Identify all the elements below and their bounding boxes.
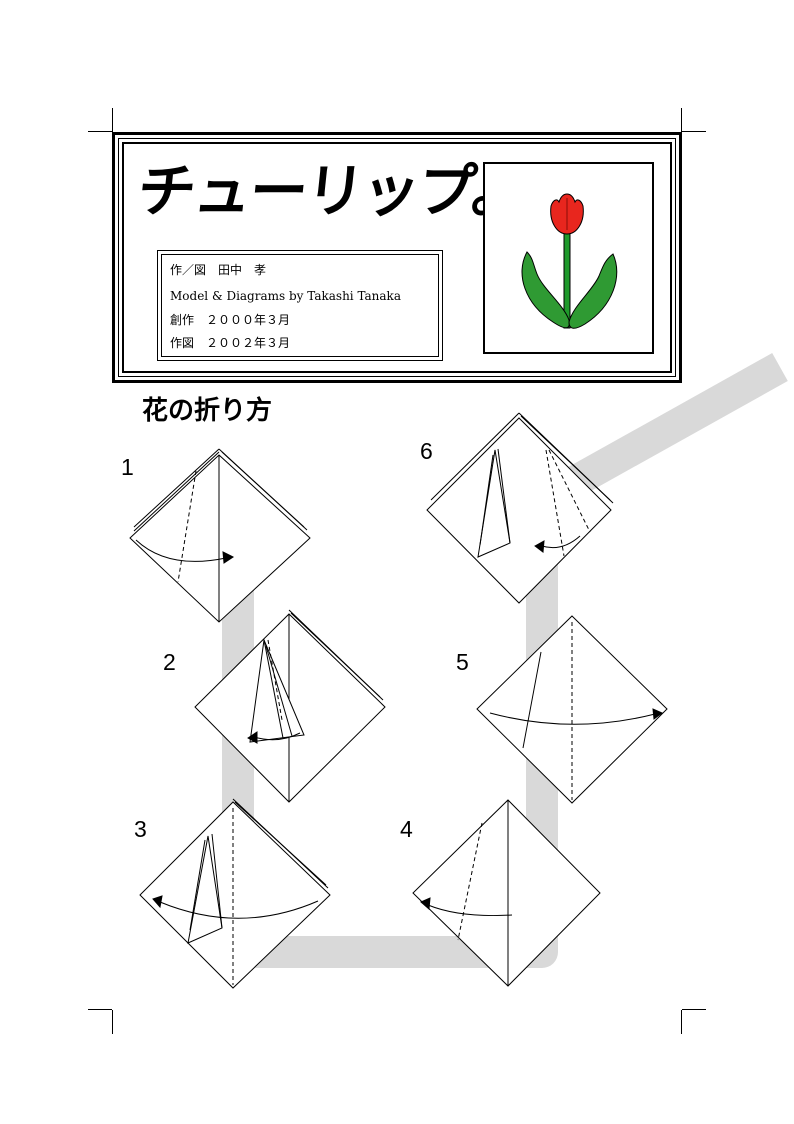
step-number-3: 3 (134, 816, 147, 842)
crop-mark-top-left-h (88, 131, 112, 132)
step-1-arrow-head (222, 551, 234, 564)
step-6-layer (520, 415, 611, 501)
step-4-valley-fold (457, 822, 483, 941)
step-1-paper (129, 454, 311, 623)
step-2-layer (290, 612, 381, 698)
step-6-flap-edge (497, 448, 511, 544)
step-6-valley-fold (545, 449, 565, 557)
crop-mark-bottom-left-h (88, 1009, 112, 1010)
step-3-arrow-head (152, 895, 163, 909)
step-5-crease (522, 651, 542, 749)
step-1-layer (221, 451, 305, 528)
tulip-icon (521, 193, 618, 329)
step-3-flap-edge (189, 839, 206, 931)
credit-created-date: 創作 ２０００年３月 (170, 313, 291, 327)
step-6-layer (430, 412, 520, 501)
credit-diagram-date: 作図 ２００２年３月 (170, 336, 291, 350)
tulip-left-leaf (521, 251, 570, 329)
step-3-flap-edge (211, 833, 223, 929)
credits-box (157, 250, 443, 361)
step-6-folded-flap (477, 449, 511, 558)
step-1-fold-arrow (135, 539, 227, 562)
step-number-6: 6 (420, 438, 433, 464)
step-1-layer (133, 448, 220, 528)
step-2-fold-arrow (253, 732, 301, 741)
step-6-arrow-head (534, 540, 545, 553)
step-1-valley-fold (177, 470, 197, 583)
step-4-fold-arrow (427, 904, 513, 917)
step-6-fold-arrow (541, 535, 581, 549)
step-6-flap-edge (479, 454, 494, 546)
step-6-paper (426, 417, 612, 604)
credit-author: 作／図 田中 孝 (170, 263, 267, 277)
crop-mark-top-right-h (682, 131, 706, 132)
step-5-fold-arrow (489, 712, 656, 725)
step-3-paper (139, 801, 331, 989)
step-2-diagram (194, 609, 386, 803)
step-4-arrow-head (420, 897, 431, 911)
step-2-flap-edge (265, 645, 293, 737)
step-4-diagram (412, 799, 601, 987)
step-3-layer (234, 801, 327, 886)
credit-model-diagrams: Model & Diagrams by Takashi Tanaka (170, 289, 401, 303)
crop-mark-top-left-v (112, 108, 113, 132)
crop-mark-top-right-v (681, 108, 682, 132)
crop-mark-bottom-right-h (682, 1009, 706, 1010)
step-3-fold-arrow (159, 900, 319, 919)
step-2-arrow-head (247, 731, 258, 744)
step-1-diagram (129, 448, 311, 623)
section-title: 花の折り方 (142, 396, 273, 426)
step-number-5: 5 (456, 649, 469, 675)
step-6-valley-fold (548, 449, 591, 533)
step-number-4: 4 (400, 816, 413, 842)
crop-mark-bottom-left-v (112, 1010, 113, 1034)
step-3-diagram (139, 798, 331, 989)
tulip-right-leaf (568, 253, 618, 329)
step-5-diagram (476, 615, 668, 804)
step-1-layer (133, 451, 220, 532)
step-5-arrow-head (652, 708, 663, 720)
step-6-diagram (426, 412, 614, 604)
page-title: チューリップ。 (134, 157, 532, 225)
crop-mark-bottom-right-v (681, 1010, 682, 1034)
step-2-flap-edge (263, 639, 284, 739)
step-number-1: 1 (121, 454, 134, 480)
tulip-illustration-frame (483, 162, 654, 354)
header-frame (112, 132, 682, 383)
step-number-2: 2 (163, 649, 176, 675)
